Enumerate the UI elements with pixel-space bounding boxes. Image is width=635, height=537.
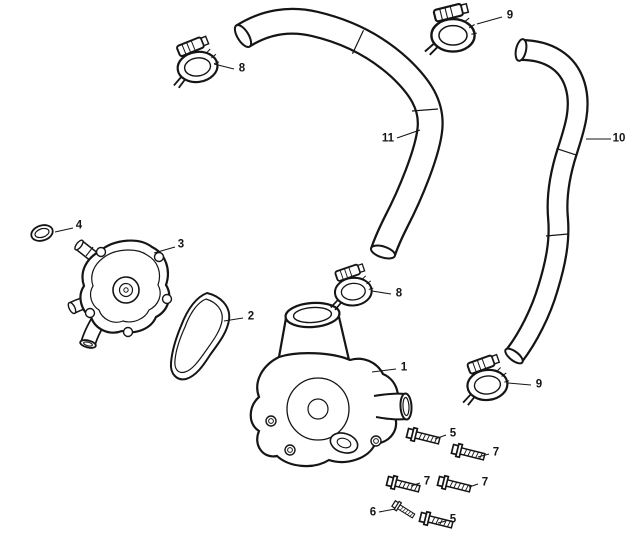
leader-line <box>434 434 447 440</box>
leader-line <box>396 129 421 139</box>
flange-bolt <box>450 441 487 464</box>
gasket <box>169 291 231 381</box>
upper-coolant-hose <box>233 7 444 260</box>
leader-line <box>437 520 447 524</box>
callout-label-10: 10 <box>612 132 626 145</box>
pump-rear-assembly <box>67 239 173 349</box>
flange-bolt <box>418 509 455 532</box>
leader-line <box>477 453 490 458</box>
hose-clamp <box>166 32 223 90</box>
right-coolant-hose <box>504 38 589 365</box>
leader-line <box>213 63 235 70</box>
flange-bolt <box>436 473 473 496</box>
callout-label-9b: 9 <box>535 378 543 391</box>
hose-clamp <box>423 1 478 56</box>
hose-clamp <box>326 260 376 312</box>
leader-line <box>378 508 396 513</box>
leader-line <box>507 382 532 386</box>
callout-label-11: 11 <box>381 132 395 145</box>
callout-label-3: 3 <box>177 238 185 251</box>
callout-label-9a: 9 <box>506 9 514 22</box>
leader-line <box>410 482 421 487</box>
callout-label-5b: 5 <box>449 513 457 526</box>
leader-line <box>54 227 74 233</box>
leader-lines <box>54 16 611 524</box>
callout-label-7c: 7 <box>481 476 489 489</box>
callout-label-8b: 8 <box>395 287 403 300</box>
leader-line <box>371 368 397 373</box>
leader-line <box>153 246 176 254</box>
callout-label-6: 6 <box>369 506 377 519</box>
leader-line <box>476 16 503 25</box>
callout-label-5a: 5 <box>449 427 457 440</box>
callout-label-2: 2 <box>247 310 255 323</box>
callout-label-8a: 8 <box>238 62 246 75</box>
callout-label-4: 4 <box>75 219 83 232</box>
callout-label-7b: 7 <box>423 475 431 488</box>
hose-clamp <box>457 351 513 407</box>
leader-line <box>371 290 392 295</box>
water-pump-housing <box>249 301 413 468</box>
leader-line <box>223 317 244 322</box>
flange-bolt <box>390 498 417 521</box>
o-ring <box>30 224 54 242</box>
leader-line <box>468 483 479 488</box>
callout-label-7a: 7 <box>492 446 500 459</box>
flange-bolt <box>405 425 442 448</box>
callout-label-1: 1 <box>400 361 408 374</box>
